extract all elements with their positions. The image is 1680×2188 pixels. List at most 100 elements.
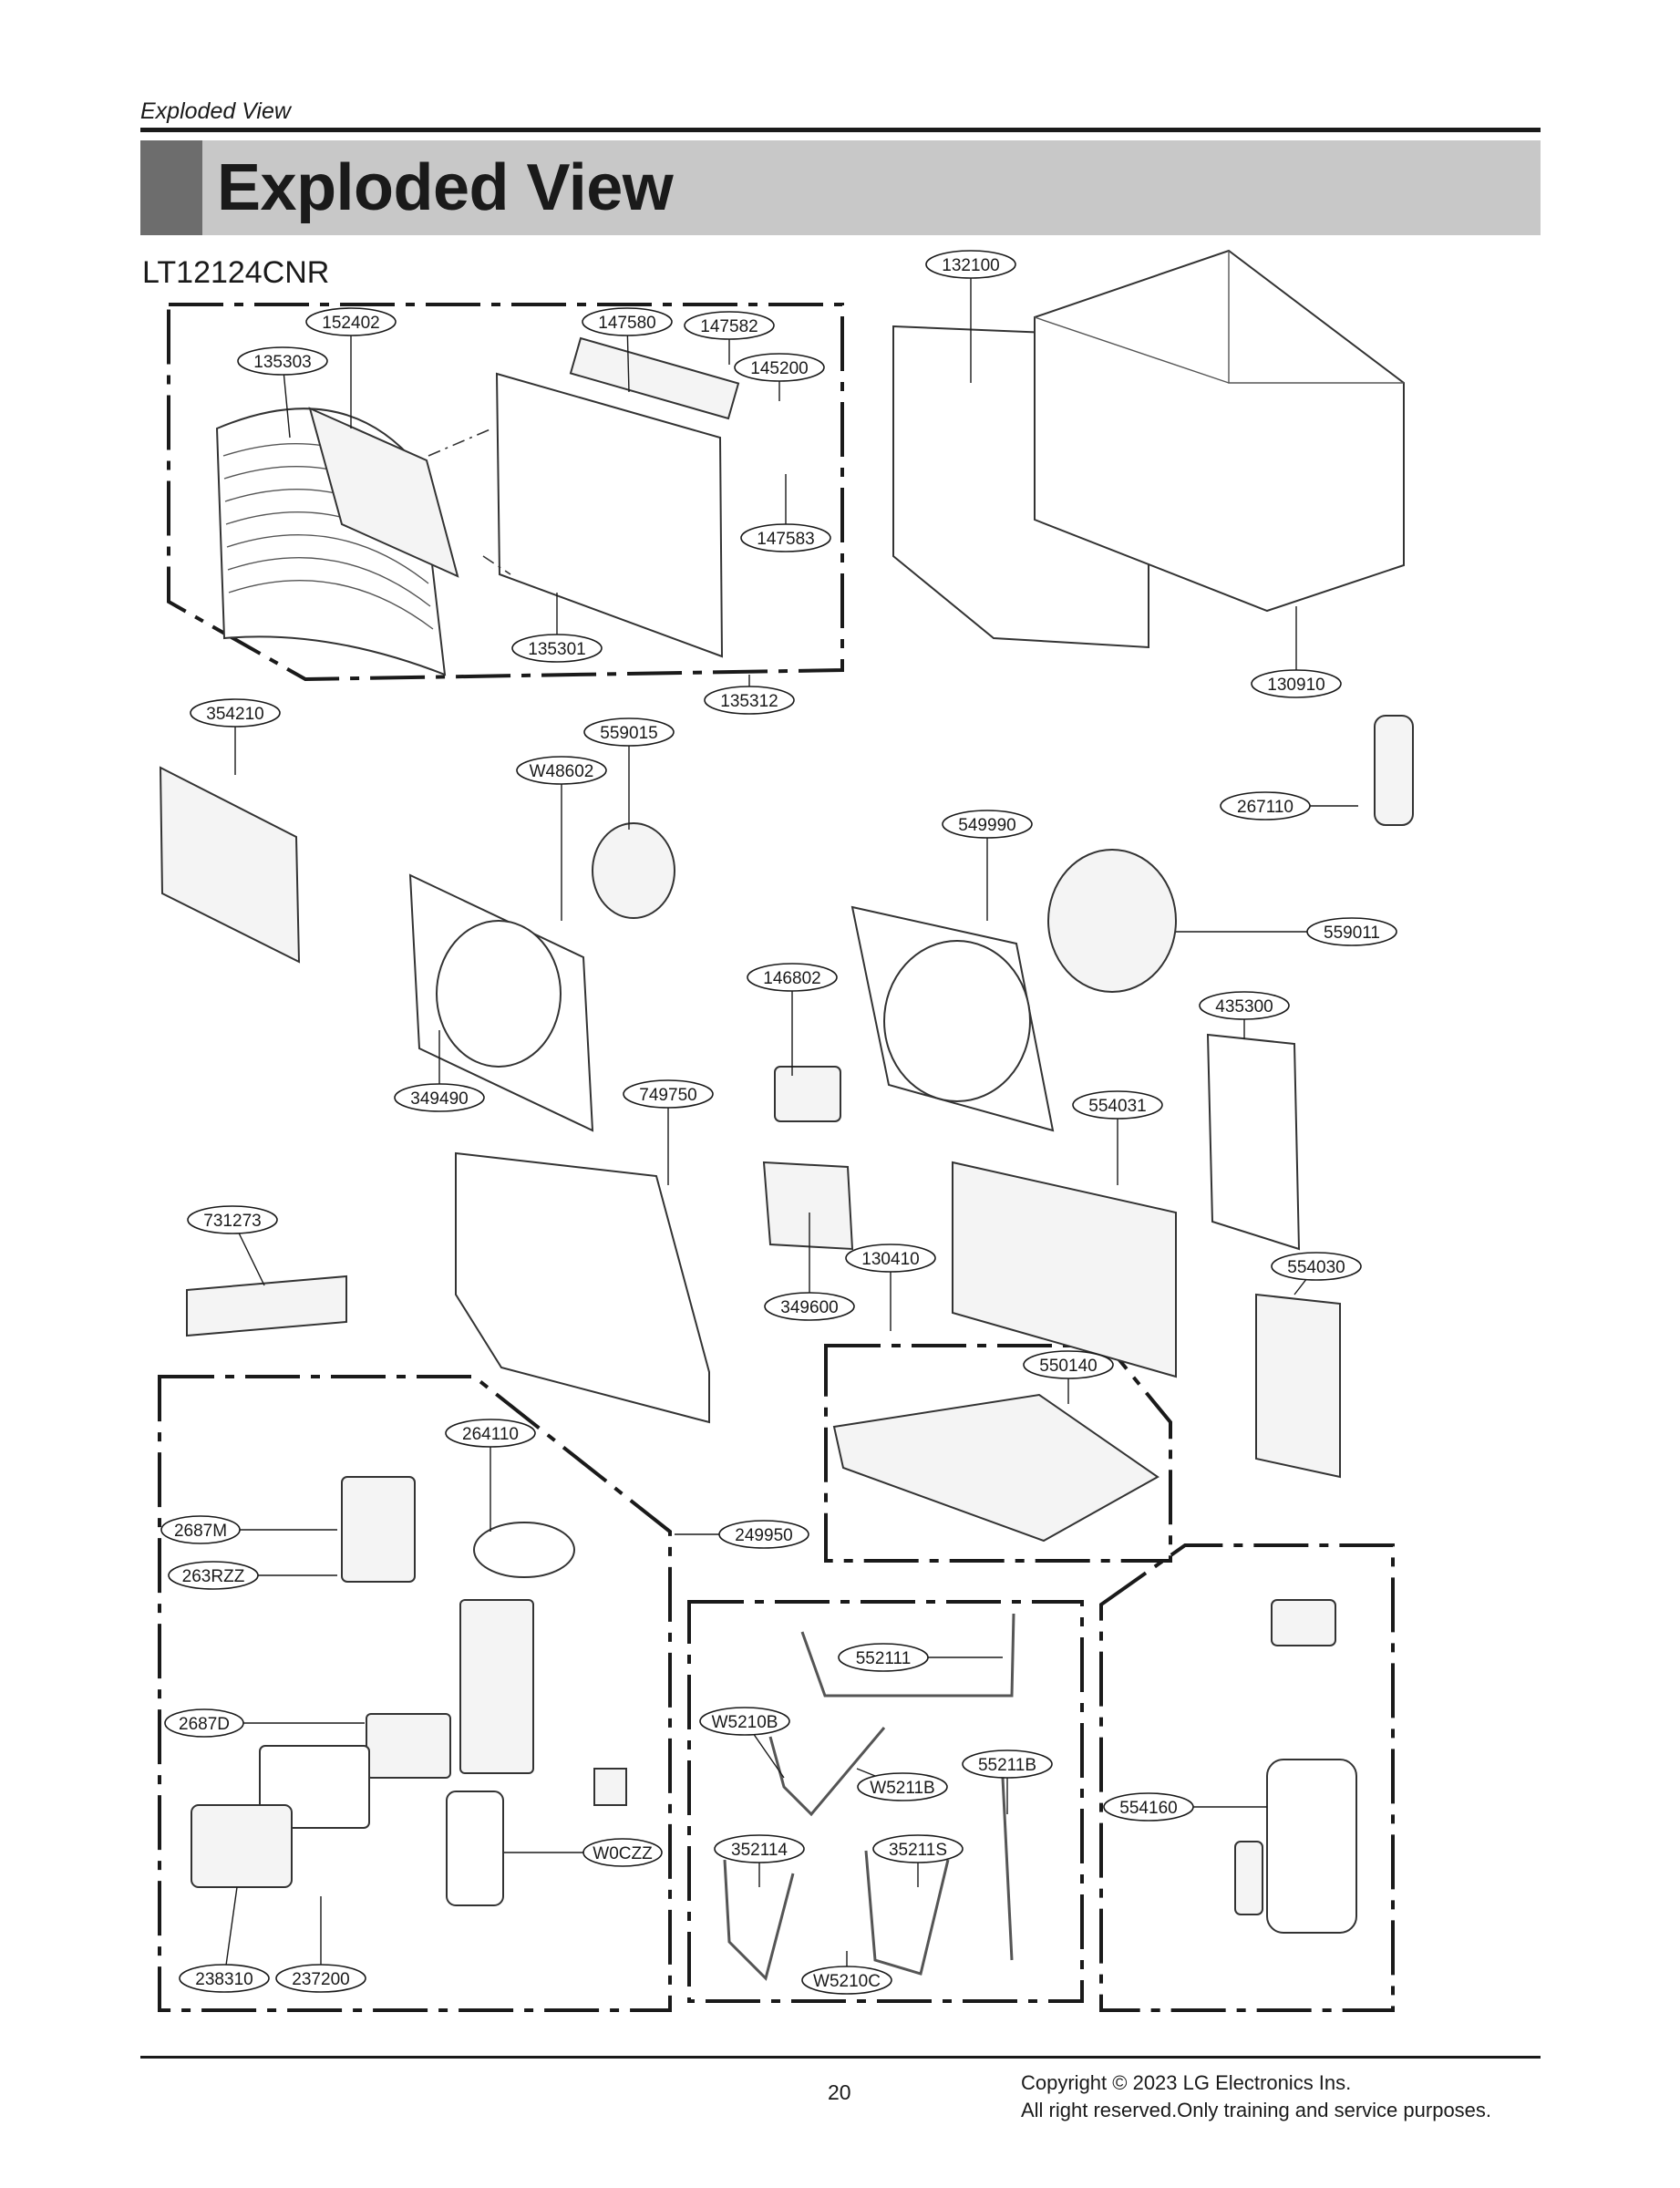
label-text: 354210 xyxy=(206,705,263,724)
part-label-152402: 152402 xyxy=(305,307,397,428)
label-text: W48602 xyxy=(530,762,594,781)
part-label-264110: 264110 xyxy=(445,1419,536,1532)
part-label-267110: 267110 xyxy=(1220,791,1358,820)
label-text: 435300 xyxy=(1215,997,1273,1017)
label-bubble xyxy=(942,810,1033,839)
base-pan-group-frame xyxy=(824,1344,1172,1563)
part-label-2687d: 2687D xyxy=(164,1708,365,1738)
label-text: 147583 xyxy=(757,530,814,549)
part-label-130410: 130410 xyxy=(845,1244,936,1331)
part-label-435300: 435300 xyxy=(1199,991,1290,1039)
label-text: 147580 xyxy=(598,314,655,333)
part-label-135303: 135303 xyxy=(237,346,328,439)
label-text: 554160 xyxy=(1119,1799,1177,1818)
label-text: 267110 xyxy=(1237,798,1293,817)
label-text: W5210B xyxy=(712,1713,778,1732)
label-bubble xyxy=(190,698,281,728)
label-text: 552111 xyxy=(856,1649,912,1668)
part-label-552111: 552111 xyxy=(838,1643,1003,1672)
part-label-132100: 132100 xyxy=(925,250,1016,383)
part-label-349600: 349600 xyxy=(764,1213,855,1321)
part-label-w5210b: W5210B xyxy=(699,1707,790,1779)
label-bubble xyxy=(583,717,675,747)
label-text: 2687D xyxy=(179,1715,230,1734)
part-label-135301: 135301 xyxy=(511,593,603,663)
label-bubble xyxy=(164,1708,244,1738)
part-label-w48602: W48602 xyxy=(516,756,607,921)
label-text: 132100 xyxy=(942,256,999,275)
part-label-130910: 130910 xyxy=(1251,606,1342,698)
label-bubble xyxy=(747,963,838,992)
label-text: W0CZZ xyxy=(593,1844,653,1863)
page-number: 20 xyxy=(828,2080,851,2104)
control-group-frame xyxy=(158,1375,672,2012)
part-label-w5210c: W5210C xyxy=(801,1951,892,1995)
label-bubble xyxy=(168,1561,259,1590)
control-parts xyxy=(191,1476,627,1906)
label-bubble xyxy=(187,1205,278,1234)
label-bubble xyxy=(1251,669,1342,698)
label-bubble xyxy=(516,756,607,785)
title-banner: Exploded View xyxy=(140,140,1541,235)
part-label-238310: 238310 xyxy=(179,1886,270,1993)
label-bubble xyxy=(764,1292,855,1321)
label-text: 554031 xyxy=(1088,1097,1146,1116)
label-text: 135312 xyxy=(720,692,778,711)
mid-section-parts xyxy=(159,766,1341,1543)
label-bubble xyxy=(1271,1252,1362,1281)
label-bubble xyxy=(962,1749,1053,1779)
part-label-237200: 237200 xyxy=(275,1896,366,1993)
label-bubble xyxy=(1306,917,1397,946)
part-label-554031: 554031 xyxy=(1072,1090,1163,1185)
part-label-559015: 559015 xyxy=(583,717,675,830)
part-label-2687m: 2687M xyxy=(160,1515,337,1544)
label-text: 2687M xyxy=(174,1522,227,1541)
label-bubble xyxy=(714,1834,805,1863)
label-bubble xyxy=(1199,991,1290,1020)
model-number: LT12124CNR xyxy=(142,255,330,290)
part-label-559011: 559011 xyxy=(1176,917,1397,946)
copyright-block: Copyright © 2023 LG Electronics Ins. All… xyxy=(1021,2069,1491,2124)
part-label-550140: 550140 xyxy=(1023,1350,1114,1404)
part-label-349490: 349490 xyxy=(394,1030,485,1112)
label-text: 130410 xyxy=(861,1250,919,1269)
part-label-55211b: 55211B xyxy=(962,1749,1053,1814)
part-label-147583: 147583 xyxy=(740,474,831,552)
part-label-554160: 554160 xyxy=(1103,1792,1267,1822)
label-text: 146802 xyxy=(763,969,820,988)
label-bubble xyxy=(511,634,603,663)
label-text: 349600 xyxy=(780,1298,838,1317)
label-bubble xyxy=(179,1964,270,1993)
label-text: 559011 xyxy=(1324,924,1380,943)
label-text: 135301 xyxy=(528,640,585,659)
label-text: 559015 xyxy=(600,724,657,743)
label-bubble xyxy=(857,1772,948,1801)
label-text: 147582 xyxy=(700,317,758,336)
label-bubble xyxy=(237,346,328,376)
label-text: 152402 xyxy=(322,314,379,333)
part-label-263rzz: 263RZZ xyxy=(168,1561,337,1590)
label-text: 130910 xyxy=(1267,676,1324,695)
label-text: 263RZZ xyxy=(182,1567,245,1586)
label-text: 238310 xyxy=(195,1970,253,1989)
label-bubble xyxy=(704,686,795,715)
label-text: 352114 xyxy=(731,1841,788,1860)
label-text: 145200 xyxy=(750,359,808,378)
label-bubble xyxy=(275,1964,366,1993)
part-label-147582: 147582 xyxy=(684,311,775,365)
part-label-145200: 145200 xyxy=(734,353,825,401)
label-bubble xyxy=(582,307,673,336)
banner-tab xyxy=(140,140,202,235)
label-text: 55211B xyxy=(978,1756,1036,1775)
part-label-749750: 749750 xyxy=(623,1079,714,1185)
label-bubble xyxy=(445,1419,536,1448)
label-bubble xyxy=(1072,1090,1163,1120)
remote-control-part xyxy=(1374,715,1414,826)
page-title: Exploded View xyxy=(217,151,674,224)
part-label-35211s: 35211S xyxy=(872,1834,964,1887)
part-label-w5211b: W5211B xyxy=(856,1768,948,1801)
leader-line xyxy=(223,1886,238,1979)
label-text: 35211S xyxy=(889,1841,947,1860)
label-text: 731273 xyxy=(203,1212,261,1231)
